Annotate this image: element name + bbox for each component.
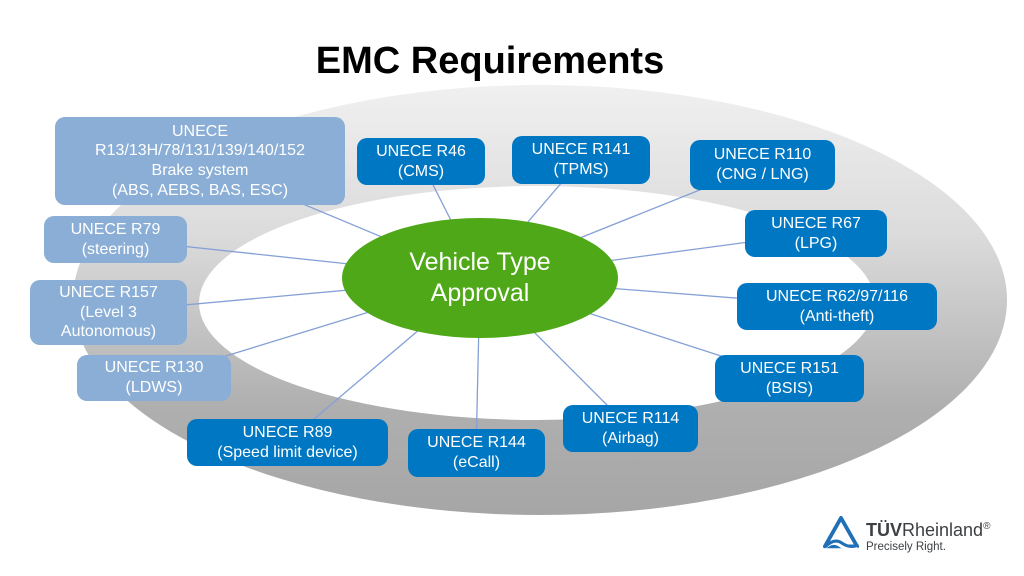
node-r151-bsis: UNECE R151 (BSIS) <box>715 355 864 402</box>
node-brake-system: UNECE R13/13H/78/131/139/140/152 Brake s… <box>55 117 345 205</box>
tuv-bold-text: TÜV <box>866 520 902 540</box>
node-r141-tpms: UNECE R141 (TPMS) <box>512 136 650 184</box>
registered-mark: ® <box>983 521 991 532</box>
node-r144-ecall: UNECE R144 (eCall) <box>408 429 545 477</box>
tuv-brand-text: TÜVRheinland® <box>866 521 990 540</box>
node-r62-97-116-anti-theft: UNECE R62/97/116 (Anti-theft) <box>737 283 937 330</box>
page-title: EMC Requirements <box>315 40 665 82</box>
rheinland-text: Rheinland <box>902 520 984 540</box>
node-r157-autonomous: UNECE R157 (Level 3 Autonomous) <box>30 280 187 345</box>
tuv-wordmark: TÜVRheinland® Precisely Right. <box>866 521 990 553</box>
node-r79-steering: UNECE R79 (steering) <box>44 216 187 263</box>
node-r67-lpg: UNECE R67 (LPG) <box>745 210 887 257</box>
node-r114-airbag: UNECE R114 (Airbag) <box>563 405 698 452</box>
tuv-rheinland-logo: TÜVRheinland® Precisely Right. <box>822 515 990 555</box>
node-r46-cms: UNECE R46 (CMS) <box>357 138 485 185</box>
center-node-vehicle-type-approval: Vehicle Type Approval <box>342 218 618 338</box>
tuv-tagline: Precisely Right. <box>866 540 946 553</box>
node-r89-speed-limit-device: UNECE R89 (Speed limit device) <box>187 419 388 466</box>
node-r130-ldws: UNECE R130 (LDWS) <box>77 355 231 401</box>
node-r110-cng-lng: UNECE R110 (CNG / LNG) <box>690 140 835 190</box>
tuv-triangle-icon <box>822 516 860 551</box>
